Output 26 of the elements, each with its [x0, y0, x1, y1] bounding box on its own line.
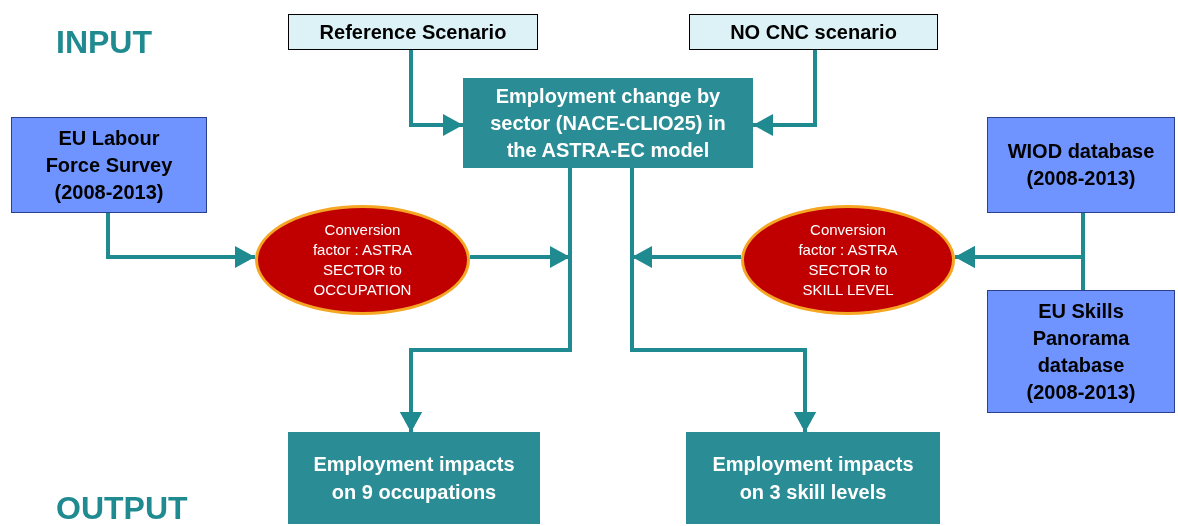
scenario-box — [689, 14, 938, 50]
arrow — [409, 50, 463, 136]
node-text: Employment change by sector (NACE-CLIO25) in the ASTRA-EC model — [489, 83, 727, 163]
node-text: Conversion factor : ASTRA SECTOR to SKILL LEVEL — [797, 220, 899, 300]
node-text: NO CNC scenario — [730, 20, 897, 45]
stage-label: OUTPUT — [56, 489, 188, 526]
arrow — [400, 168, 572, 432]
arrow — [955, 246, 1085, 290]
arrow — [753, 50, 817, 136]
output-box — [288, 432, 540, 524]
node-text: Conversion factor : ASTRA SECTOR to OCCUPATION — [311, 220, 414, 300]
node-text: WIOD database (2008-2013) — [1006, 139, 1156, 191]
arrow — [106, 213, 255, 268]
node-text: Employment impacts on 3 skill levels — [711, 452, 915, 505]
data-source-box — [987, 117, 1175, 213]
node-text: Reference Scenario — [319, 20, 507, 45]
node-text: EU Skills Panorama database (2008-2013) — [1025, 298, 1137, 405]
scenario-box — [288, 14, 538, 50]
output-box — [686, 432, 940, 524]
arrow — [630, 168, 816, 432]
node-text: EU Labour Force Survey (2008-2013) — [44, 125, 174, 205]
data-source-box — [11, 117, 207, 213]
node-text: Employment impacts on 9 occupations — [312, 452, 516, 505]
model-box — [463, 78, 753, 168]
data-source-box — [987, 290, 1175, 413]
stage-label: INPUT — [56, 23, 152, 62]
